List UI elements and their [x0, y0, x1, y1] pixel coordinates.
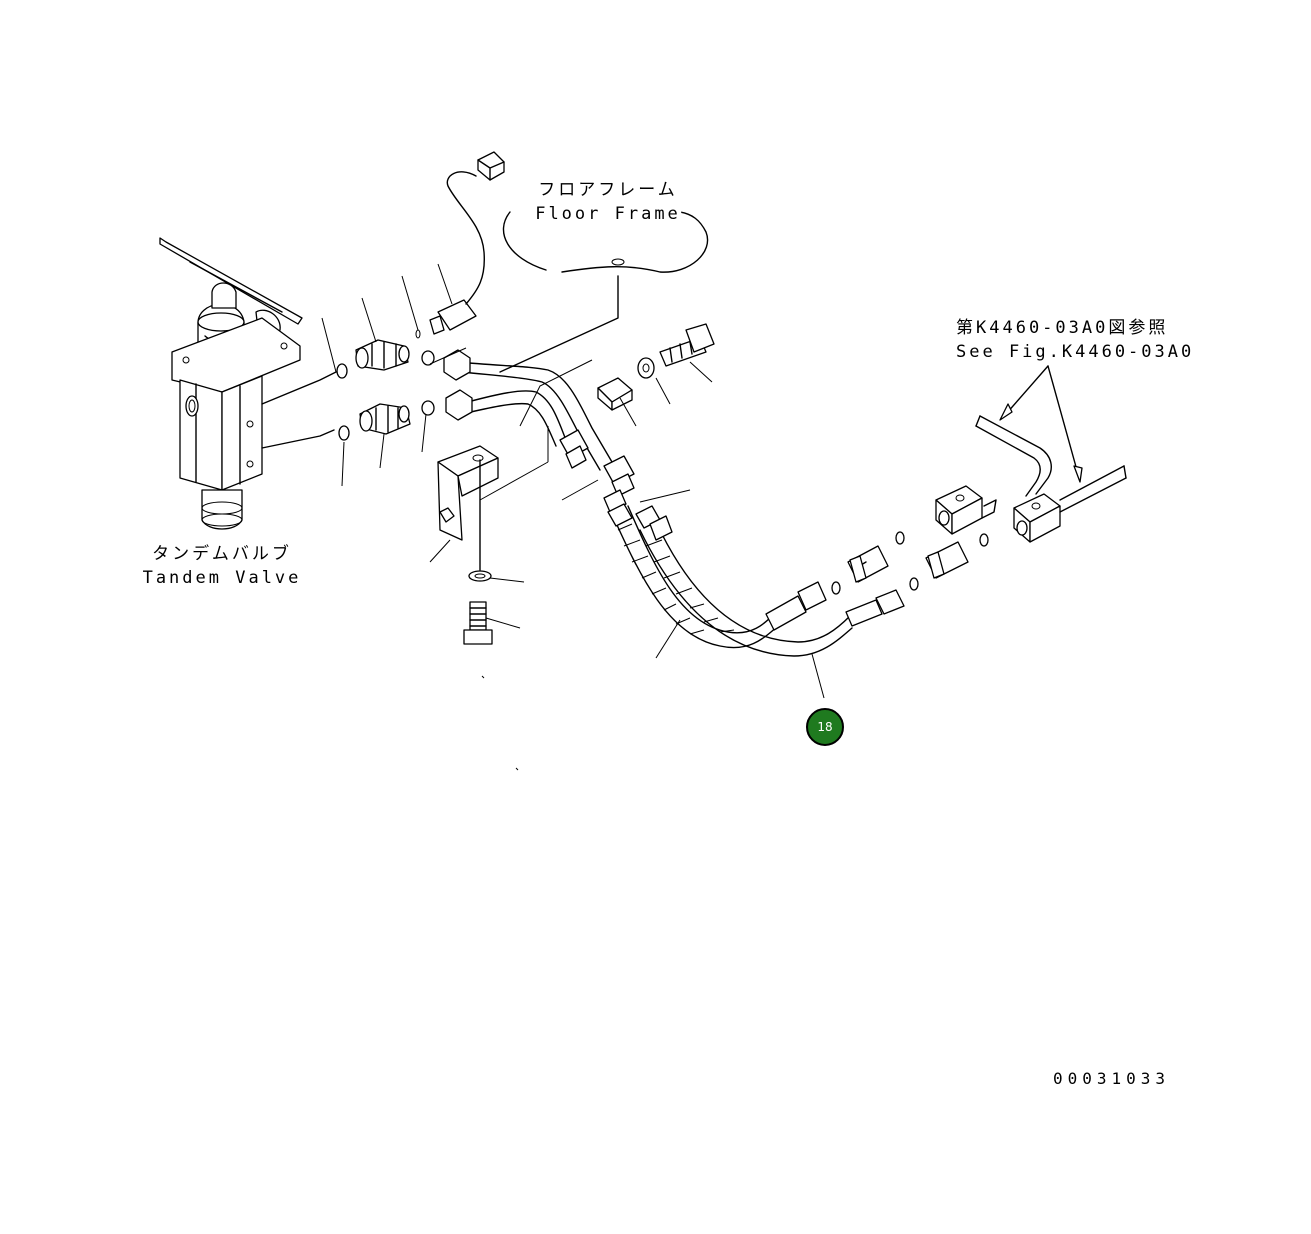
callout-part-18[interactable]: 18 [806, 708, 844, 746]
drawing-number: 00031033 [1053, 1067, 1171, 1091]
right-adapters [847, 365, 1127, 583]
see-figure-label-en: See Fig.K4460-03A0 [956, 342, 1195, 362]
floor-frame-label: フロアフレーム Floor Frame [535, 178, 681, 226]
mounting-bracket [437, 323, 715, 645]
leader-lines [321, 263, 825, 771]
tandem-valve-label-jp: タンデムバルブ [152, 544, 292, 564]
hydraulic-hoses [603, 489, 919, 657]
floor-frame-label-en: Floor Frame [535, 204, 681, 224]
tandem-valve-label-en: Tandem Valve [142, 568, 302, 588]
see-figure-label: 第K4460-03A0図参照 See Fig.K4460-03A0 [956, 316, 1195, 364]
floor-frame-outline [499, 211, 709, 373]
tandem-valve [159, 237, 337, 530]
tandem-valve-label: タンデムバルブ Tandem Valve [142, 542, 302, 590]
steel-pipes [443, 349, 635, 497]
see-figure-label-jp: 第K4460-03A0図参照 [956, 318, 1169, 338]
valve-fittings [336, 151, 505, 441]
floor-frame-label-jp: フロアフレーム [538, 180, 678, 200]
